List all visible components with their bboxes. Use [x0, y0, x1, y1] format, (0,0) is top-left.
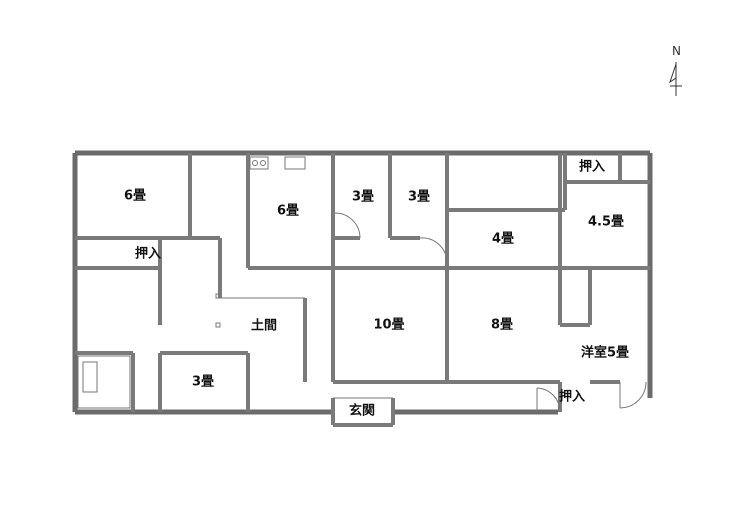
room-label-closet-se: 押入: [558, 389, 586, 405]
north-arrow-icon: [669, 62, 682, 96]
room-label-closet-ne: 押入: [578, 159, 606, 175]
room-label-western-5: 洋室5畳: [580, 345, 630, 361]
room-label-6-tatami-nw: 6畳: [123, 188, 147, 204]
room-label-4-tatami: 4畳: [491, 231, 515, 247]
room-label-entrance: 玄関: [348, 403, 376, 419]
kitchen-fixtures: [77, 156, 306, 409]
room-label-3-tatami-sw: 3畳: [191, 374, 215, 390]
outer-walls: [72, 150, 653, 415]
room-label-6-tatami-kitchen: 6畳: [276, 203, 300, 219]
room-label-doma: 土間: [250, 318, 278, 334]
interior-walls: [75, 153, 650, 427]
room-label-closet-w: 押入: [134, 246, 162, 262]
room-label-4-5-tatami: 4.5畳: [587, 214, 625, 230]
room-label-8-tatami: 8畳: [490, 317, 514, 333]
north-label: N: [672, 44, 681, 58]
room-label-10-tatami: 10畳: [373, 317, 405, 333]
door-swings: [334, 212, 647, 413]
room-label-3-tatami-b: 3畳: [407, 189, 431, 205]
room-label-3-tatami-a: 3畳: [351, 189, 375, 205]
